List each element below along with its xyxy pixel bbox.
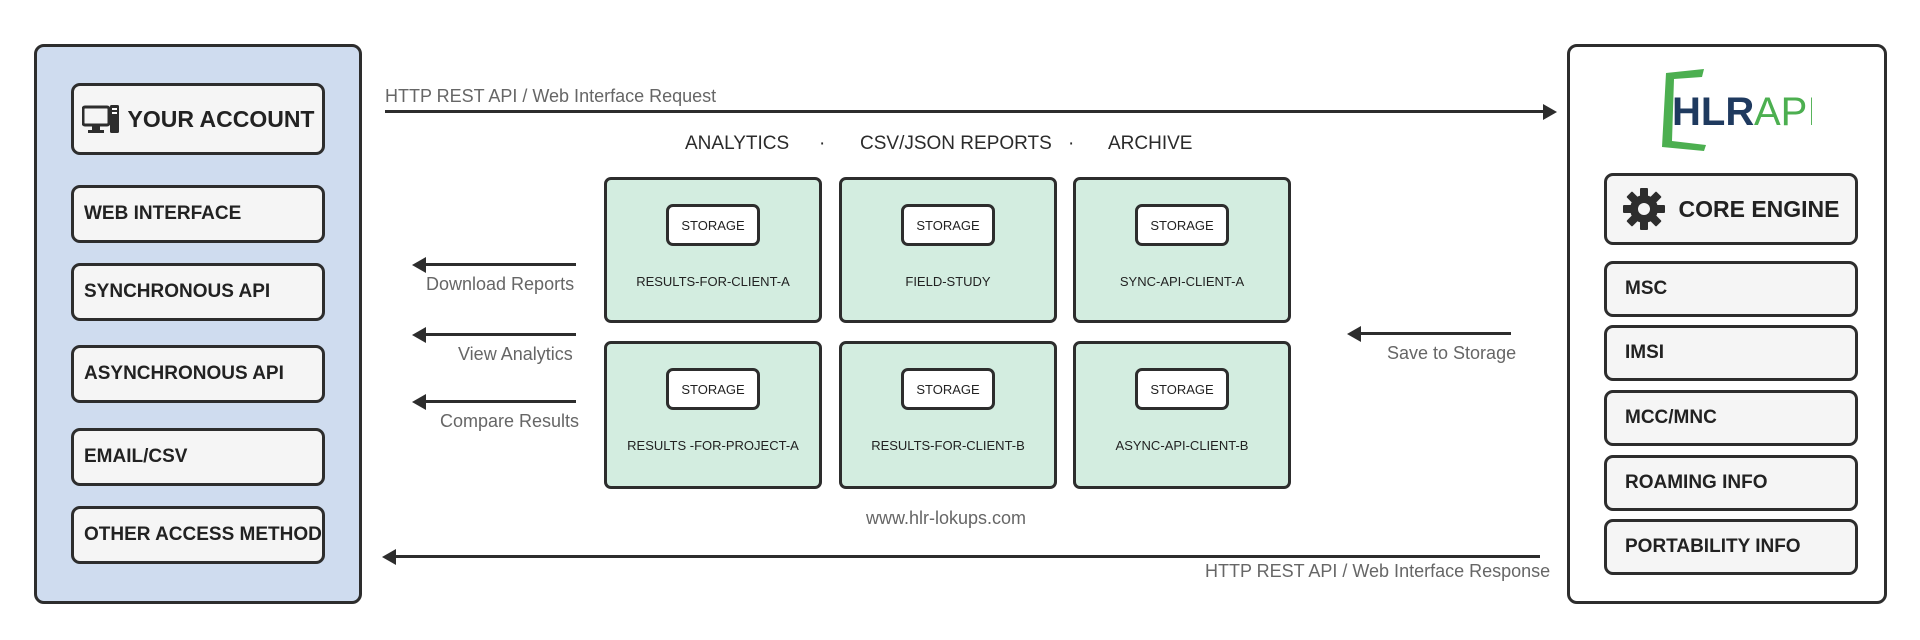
tile-label: FIELD-STUDY — [905, 274, 991, 289]
logo-hlr-text: HLR — [1672, 90, 1754, 134]
tile-label: SYNC-API-CLIENT-A — [1119, 274, 1245, 289]
msc-button[interactable]: MSC — [1604, 261, 1858, 317]
storage-badge: STORAGE — [666, 204, 760, 246]
asynchronous-api-button[interactable]: ASYNCHRONOUS API — [71, 345, 325, 403]
download-arrow-head — [412, 257, 426, 273]
download-reports-label: Download Reports — [426, 274, 575, 294]
request-arrow-line — [385, 110, 1545, 113]
request-arrow-head — [1543, 104, 1557, 120]
save-arrow-head — [1347, 326, 1361, 342]
storage-badge: STORAGE — [1135, 204, 1229, 246]
web-interface-button[interactable]: WEB INTERFACE — [71, 185, 325, 243]
response-arrow-line — [396, 555, 1540, 558]
compare-arrow-line — [426, 400, 576, 403]
imsi-button[interactable]: IMSI — [1604, 325, 1858, 381]
core-engine-box[interactable]: CORE ENGINE — [1604, 173, 1858, 245]
core-engine-label: CORE ENGINE — [1678, 195, 1840, 222]
your-account-label: YOUR ACCOUNT — [127, 105, 315, 132]
hlr-api-panel: HLR API CORE ENGINE MSC IMSI MCC/MNC ROA… — [1567, 44, 1887, 604]
logo-api-text: API — [1754, 90, 1812, 134]
tile-results-for-project-a[interactable]: STORAGE RESULTS -FOR-PROJECT-A — [604, 341, 822, 489]
category-archive: ARCHIVE — [1108, 133, 1193, 154]
category-analytics: ANALYTICS — [685, 133, 790, 154]
view-analytics-arrow-line — [426, 333, 576, 336]
tile-label: RESULTS-FOR-CLIENT-A — [636, 274, 790, 289]
portability-info-button[interactable]: PORTABILITY INFO — [1604, 519, 1858, 575]
storage-badge: STORAGE — [901, 368, 995, 410]
response-label: HTTP REST API / Web Interface Response — [1205, 561, 1551, 581]
storage-badge: STORAGE — [901, 204, 995, 246]
gear-icon — [1623, 188, 1666, 230]
hlr-api-logo: HLR API — [1662, 69, 1812, 151]
your-account-box[interactable]: YOUR ACCOUNT — [71, 83, 325, 155]
view-analytics-label: View Analytics — [458, 344, 573, 364]
tile-label: RESULTS-FOR-CLIENT-B — [871, 438, 1025, 453]
download-arrow-line — [426, 263, 576, 266]
storage-badge: STORAGE — [1135, 368, 1229, 410]
request-label: HTTP REST API / Web Interface Request — [385, 86, 717, 106]
tile-sync-api-client-a[interactable]: STORAGE SYNC-API-CLIENT-A — [1073, 177, 1291, 323]
account-panel: YOUR ACCOUNT WEB INTERFACE SYNCHRONOUS A… — [34, 44, 362, 604]
compare-arrow-head — [412, 394, 426, 410]
view-analytics-arrow-head — [412, 327, 426, 343]
tile-label: RESULTS -FOR-PROJECT-A — [627, 438, 799, 453]
mcc-mnc-button[interactable]: MCC/MNC — [1604, 390, 1858, 446]
save-to-storage-label: Save to Storage — [1387, 343, 1517, 363]
category-reports: CSV/JSON REPORTS — [860, 133, 1052, 154]
category-separator: · — [819, 133, 826, 154]
storage-badge: STORAGE — [666, 368, 760, 410]
tile-results-for-client-a[interactable]: STORAGE RESULTS-FOR-CLIENT-A — [604, 177, 822, 323]
tile-async-api-client-b[interactable]: STORAGE ASYNC-API-CLIENT-B — [1073, 341, 1291, 489]
category-separator: · — [1068, 133, 1075, 154]
tile-results-for-client-b[interactable]: STORAGE RESULTS-FOR-CLIENT-B — [839, 341, 1057, 489]
save-arrow-line — [1361, 332, 1511, 335]
roaming-info-button[interactable]: ROAMING INFO — [1604, 455, 1858, 511]
synchronous-api-button[interactable]: SYNCHRONOUS API — [71, 263, 325, 321]
email-csv-button[interactable]: EMAIL/CSV — [71, 428, 325, 486]
website-url-label[interactable]: www.hlr-lokups.com — [866, 508, 1027, 528]
tile-label: ASYNC-API-CLIENT-B — [1115, 438, 1249, 453]
computer-icon — [81, 105, 119, 133]
other-access-method-button[interactable]: OTHER ACCESS METHOD — [71, 506, 325, 564]
tile-field-study[interactable]: STORAGE FIELD-STUDY — [839, 177, 1057, 323]
response-arrow-head — [382, 549, 396, 565]
compare-results-label: Compare Results — [440, 411, 580, 431]
